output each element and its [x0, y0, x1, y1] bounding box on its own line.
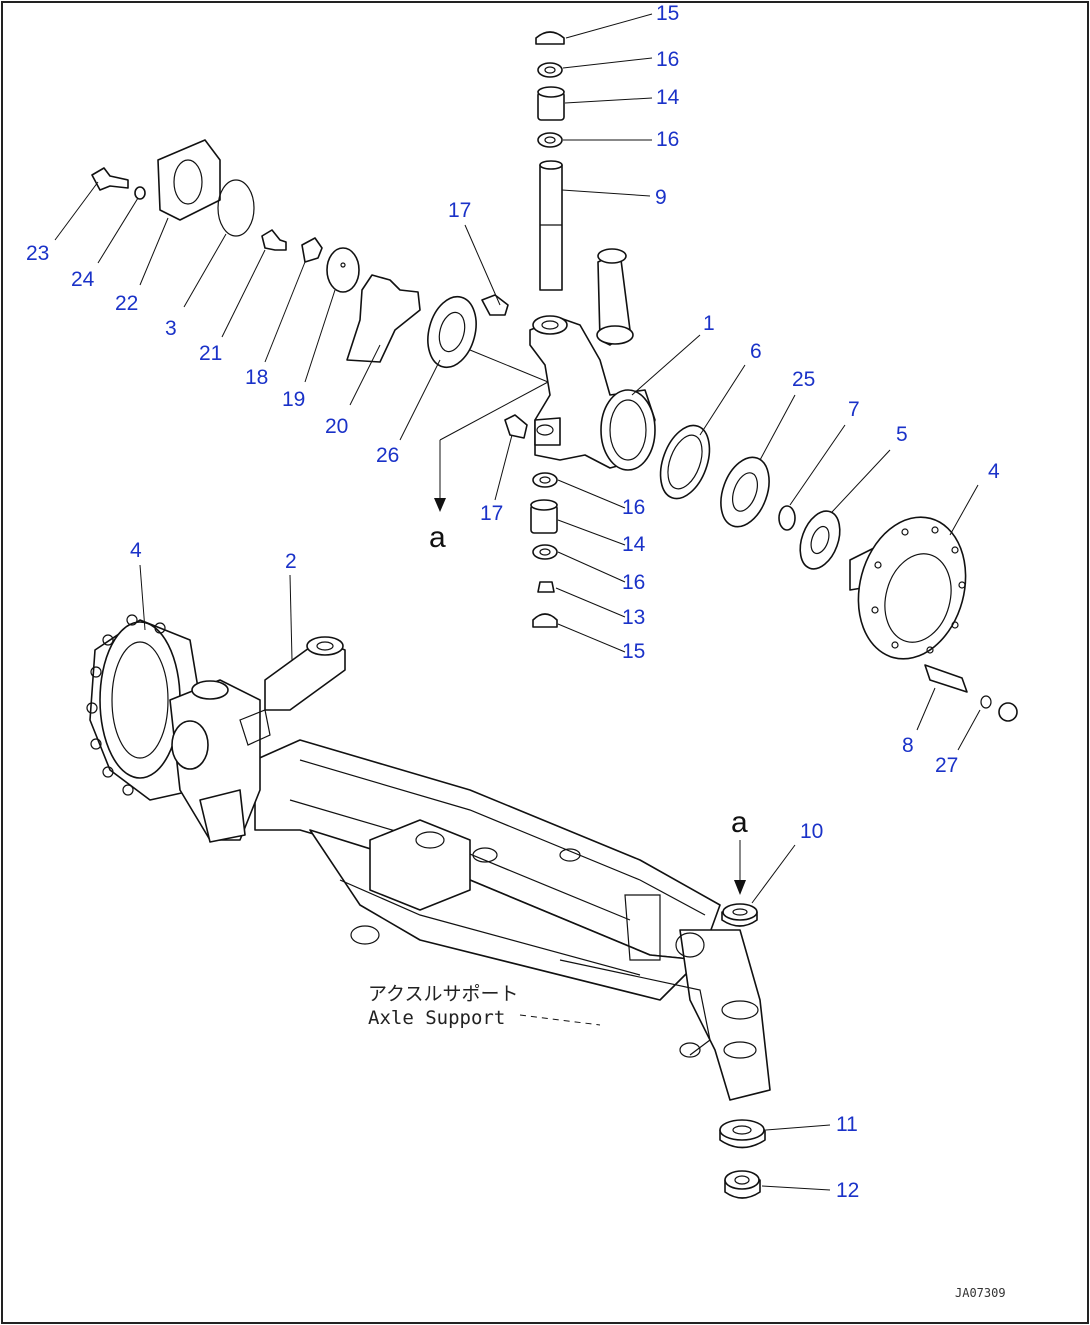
callout-26: 26 — [376, 444, 399, 467]
callout-5: 5 — [896, 423, 908, 446]
callout-3: 3 — [165, 317, 177, 340]
bolt-23 — [91, 167, 129, 191]
callout-9: 9 — [655, 186, 667, 209]
reference-mark-a-upper: a — [429, 521, 446, 554]
washer-10 — [722, 903, 758, 921]
callout-22: 22 — [115, 292, 138, 315]
callout-25: 25 — [792, 368, 815, 391]
bearing-16-top — [537, 62, 563, 78]
reference-arrows — [434, 349, 746, 1026]
cover-19 — [326, 247, 360, 293]
washer-24 — [134, 186, 146, 200]
callout-27: 27 — [935, 754, 958, 777]
grease-fitting-17-bottom — [504, 414, 528, 439]
support-washers — [719, 903, 766, 1199]
cap-15-top — [535, 31, 565, 45]
callout-24: 24 — [71, 268, 95, 291]
callout-15-top: 15 — [656, 2, 679, 25]
callout-8: 8 — [902, 734, 914, 757]
callout-4-left: 4 — [130, 539, 142, 562]
callout-14-lower: 14 — [622, 533, 646, 556]
bearing-16-upper — [537, 132, 563, 148]
callout-17-bottom: 17 — [480, 502, 503, 525]
shims-20 — [346, 274, 421, 363]
o-ring-7 — [778, 505, 796, 531]
stud-8 — [924, 664, 968, 693]
callout-12: 12 — [836, 1179, 859, 1202]
kingpin-9 — [539, 164, 563, 291]
callout-23: 23 — [26, 242, 49, 265]
callout-17-top: 17 — [448, 199, 471, 222]
seal-6 — [659, 424, 711, 500]
leader-lines — [54, 13, 981, 1191]
steering-knuckle — [529, 248, 656, 471]
callout-19: 19 — [282, 388, 305, 411]
nut-12 — [724, 1170, 760, 1190]
callout-numbers: 15 16 14 16 9 17 1 6 25 7 5 4 16 14 16 1… — [26, 2, 1000, 1202]
axle-support-label-jp: アクスルサポート — [368, 983, 518, 1005]
o-ring-3 — [217, 179, 255, 237]
plate-22 — [157, 139, 221, 221]
left-small-parts — [91, 139, 528, 439]
lower-kingpin-stack — [530, 472, 558, 628]
callout-10: 10 — [800, 820, 823, 843]
callout-7: 7 — [848, 398, 860, 421]
callout-16-lower-b: 16 — [622, 571, 645, 594]
axle-support-label-en: Axle Support — [368, 1007, 505, 1029]
callout-11: 11 — [836, 1113, 858, 1136]
callout-21: 21 — [199, 342, 222, 365]
kingpin-stack — [535, 31, 565, 291]
callout-1: 1 — [703, 312, 715, 335]
reference-mark-a-lower: a — [731, 806, 748, 839]
callout-4-right: 4 — [988, 460, 1000, 483]
callout-2: 2 — [285, 550, 297, 573]
callout-14-top: 14 — [656, 86, 680, 109]
axle-support — [86, 614, 771, 1101]
grease-fitting-17-top — [481, 294, 509, 316]
hub-5 — [799, 510, 841, 570]
callout-18: 18 — [245, 366, 268, 389]
hub-flange-4 — [857, 516, 967, 660]
figure-code: JA07309 — [955, 1286, 1006, 1300]
callout-16-top: 16 — [656, 48, 679, 71]
fitting-18 — [301, 237, 323, 263]
callout-16-upper: 16 — [656, 128, 679, 151]
washer-11 — [719, 1119, 765, 1141]
callout-13: 13 — [622, 606, 645, 629]
callout-6: 6 — [750, 340, 762, 363]
callout-20: 20 — [325, 415, 348, 438]
callout-15-bottom: 15 — [622, 640, 645, 663]
bearing-25 — [720, 456, 770, 528]
plug-21 — [261, 229, 287, 251]
callout-16-lower-a: 16 — [622, 496, 645, 519]
bearing-26 — [427, 295, 477, 369]
hub-parts — [659, 424, 1018, 722]
